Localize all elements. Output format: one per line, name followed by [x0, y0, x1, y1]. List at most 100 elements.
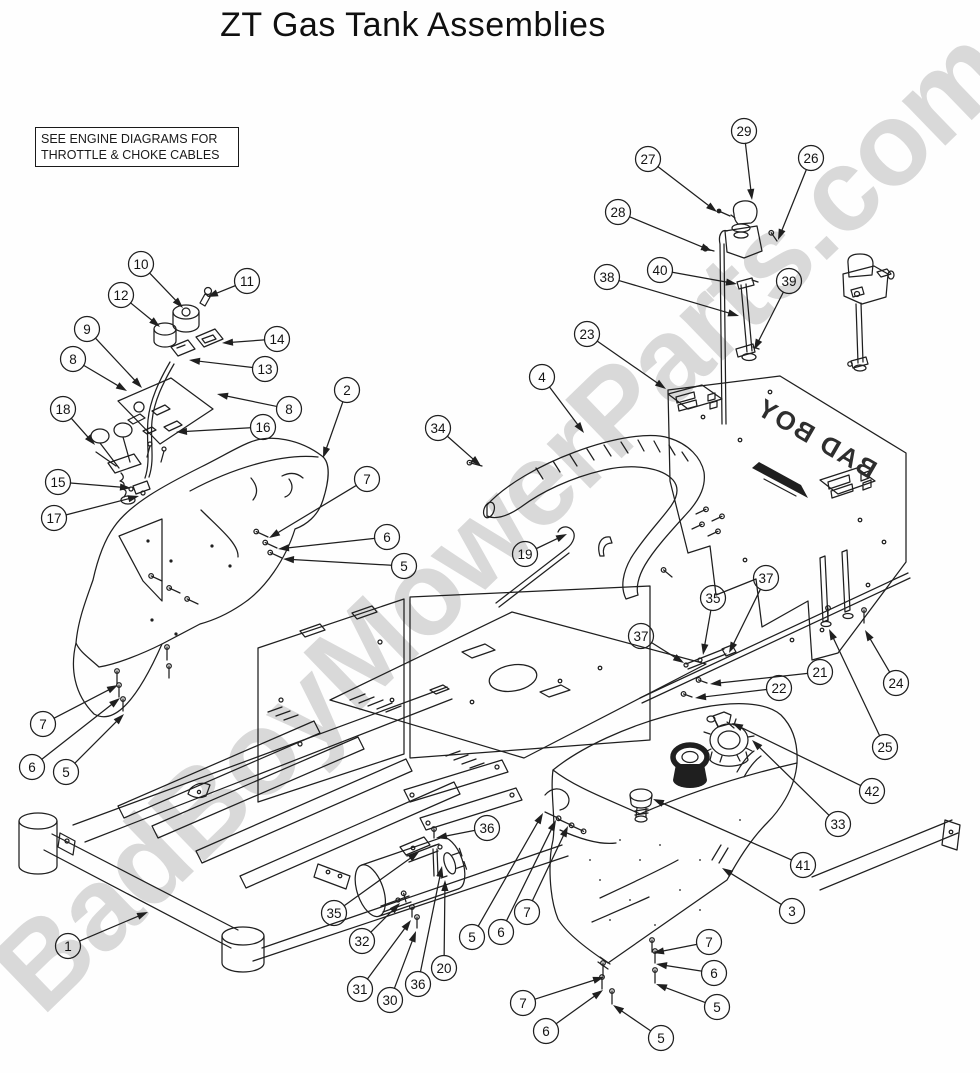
callout-bubble [789, 851, 817, 879]
callout-number: 25 [877, 740, 892, 755]
callout-number: 35 [326, 906, 341, 921]
callout-3: 3 [722, 868, 806, 925]
callout-40: 40 [646, 256, 737, 286]
callout-bubble [775, 267, 803, 295]
callout-5: 5 [52, 714, 124, 786]
callout-bubble [346, 975, 374, 1003]
callout-number: 6 [383, 530, 391, 545]
callout-bubble [107, 281, 135, 309]
callout-bubble [54, 932, 82, 960]
leader-arrowhead [127, 495, 139, 503]
callout-25: 25 [829, 629, 899, 761]
callout-number: 16 [255, 420, 270, 435]
callout-number: 37 [758, 571, 773, 586]
callout-36: 36 [436, 814, 501, 842]
leader-arrowhead [269, 529, 281, 538]
leader-arrowhead [747, 188, 755, 200]
callout-39: 39 [754, 267, 803, 350]
callout-number: 8 [69, 352, 77, 367]
callout-13: 13 [189, 355, 279, 383]
leader-arrowhead [441, 880, 449, 892]
callout-5: 5 [458, 813, 543, 951]
bolt-glyph [861, 607, 867, 624]
callout-number: 7 [39, 717, 47, 732]
bolt-glyph [600, 960, 606, 977]
bolt-glyph [267, 549, 283, 559]
bolt-glyph [409, 904, 415, 918]
callout-5: 5 [656, 984, 731, 1021]
callout-bubble [532, 1017, 560, 1045]
callout-bubble [858, 777, 886, 805]
bolt-glyph [599, 974, 605, 990]
callout-number: 10 [133, 257, 148, 272]
leader-arrowhead [106, 685, 118, 694]
callout-bubble [233, 267, 261, 295]
leader-arrowhead [613, 1005, 625, 1015]
bolt-glyph [825, 605, 831, 622]
leader-arrowhead [592, 976, 604, 984]
callout-bubble [487, 918, 515, 946]
callout-bubble [509, 989, 537, 1017]
callout-bubble [797, 144, 825, 172]
callout-bubble [18, 753, 46, 781]
callout-bubble [634, 145, 662, 173]
callout-7: 7 [513, 826, 568, 926]
callout-number: 39 [781, 274, 796, 289]
callout-number: 5 [713, 1000, 721, 1015]
callout-number: 6 [497, 925, 505, 940]
frame-tower-art [257, 585, 707, 879]
bolt-glyph [652, 967, 658, 984]
fuel-filter-art [354, 836, 468, 918]
callout-bubble [404, 970, 432, 998]
callout-bubble [249, 413, 277, 441]
leader-arrowhead [654, 379, 666, 389]
callout-28: 28 [604, 198, 712, 251]
leader-arrowhead [323, 446, 331, 458]
leader-arrowhead [865, 630, 874, 642]
callout-30: 30 [376, 931, 416, 1014]
leader-arrowhead [701, 643, 709, 655]
callout-number: 5 [400, 559, 408, 574]
callout-38: 38 [593, 263, 739, 317]
leader-arrowhead [672, 654, 684, 663]
gas-tank-art [544, 703, 798, 970]
callout-number: 7 [363, 472, 371, 487]
callout-41: 41 [653, 799, 817, 879]
bolt-glyph [680, 690, 693, 698]
callout-bubble [778, 897, 806, 925]
callout-number: 11 [240, 274, 254, 289]
callout-number: 36 [479, 821, 494, 836]
callout-14: 14 [222, 325, 291, 353]
bolt-glyph [166, 663, 172, 679]
callout-2: 2 [323, 376, 361, 458]
callout-number: 7 [705, 935, 713, 950]
leader-arrowhead [176, 427, 188, 435]
callout-bubble [593, 263, 621, 291]
callout-36: 36 [404, 866, 444, 998]
controls-art [90, 286, 224, 505]
bolt-glyph [431, 826, 437, 839]
callout-number: 18 [55, 402, 70, 417]
bolt-glyph [768, 229, 778, 242]
callout-bubble [730, 117, 758, 145]
callout-35: 35 [320, 852, 419, 927]
leader-arrowhead [470, 456, 481, 466]
callout-number: 14 [269, 332, 285, 347]
leader-arrowhead [172, 297, 183, 308]
callout-bubble [627, 622, 655, 650]
leader-arrowhead [547, 820, 556, 832]
seat-arm-art [482, 434, 706, 608]
callout-number: 40 [652, 263, 667, 278]
callout-bubble [376, 986, 404, 1014]
leader-arrowhead [725, 278, 737, 286]
leader-arrowhead [700, 243, 712, 251]
leader-arrowhead [436, 832, 448, 840]
leader-arrowhead [778, 228, 786, 240]
callout-number: 31 [352, 982, 367, 997]
callout-bubble [700, 959, 728, 987]
callout-17: 17 [40, 495, 139, 532]
callout-bubble [695, 928, 723, 956]
callout-number: 19 [517, 547, 532, 562]
callout-bubble [353, 465, 381, 493]
